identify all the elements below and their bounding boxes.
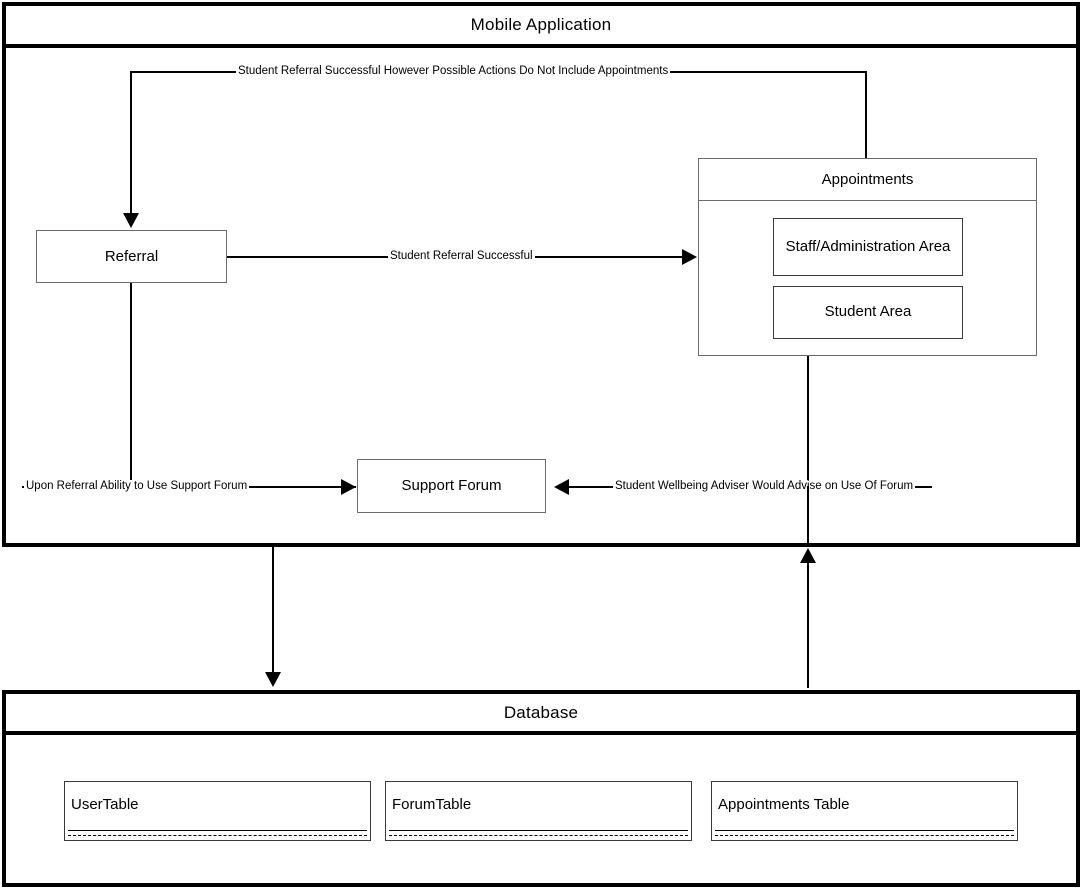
- edge-adviser-to-forum-arrowhead: [554, 479, 569, 495]
- edge-appointments-to-referral-right: [865, 71, 867, 159]
- node-student-area-label: Student Area: [824, 303, 912, 321]
- node-student-area[interactable]: Student Area: [773, 286, 963, 339]
- edge-appointments-downline-lower: [807, 486, 809, 546]
- edge-appointments-downline: [807, 356, 809, 487]
- db-table-forumtable[interactable]: ForumTable: [385, 781, 692, 841]
- mobile-application-title: Mobile Application: [470, 15, 612, 34]
- mobile-application-header: Mobile Application: [6, 6, 1076, 48]
- edge-appointments-to-referral-left: [130, 71, 132, 216]
- edge-label-referral-to-forum: Upon Referral Ability to Use Support For…: [24, 480, 250, 493]
- database-header: Database: [6, 694, 1076, 735]
- db-table-appointments-table-rule: [715, 830, 1014, 831]
- edge-label-adviser-to-forum: Student Wellbeing Adviser Would Advise o…: [613, 480, 916, 493]
- db-table-forumtable-dotted-rule: [389, 835, 688, 836]
- edge-database-to-app-arrowhead: [800, 548, 816, 563]
- edge-referral-downline: [130, 283, 132, 487]
- db-table-usertable-rule: [68, 830, 367, 831]
- edge-app-to-database-line: [272, 546, 274, 674]
- node-referral-label: Referral: [104, 247, 159, 265]
- db-table-appointments-table[interactable]: Appointments Table: [711, 781, 1018, 841]
- db-table-forumtable-label: ForumTable: [392, 796, 472, 813]
- edge-referral-to-forum-arrowhead: [341, 479, 356, 495]
- db-table-forumtable-rule: [389, 830, 688, 831]
- edge-appointments-to-referral-arrowhead: [123, 213, 139, 228]
- db-table-appointments-table-dotted-rule: [715, 835, 1014, 836]
- node-support-forum-label: Support Forum: [401, 477, 502, 494]
- edge-label-referral-to-appointments: Student Referral Successful: [388, 250, 535, 263]
- node-appointments-header: Appointments: [699, 159, 1036, 201]
- node-appointments-title: Appointments: [821, 170, 914, 188]
- edge-referral-to-appointments-arrowhead: [682, 249, 697, 265]
- database-title: Database: [503, 702, 579, 722]
- edge-app-to-database-arrowhead: [265, 672, 281, 687]
- db-table-usertable-label: UserTable: [71, 796, 139, 813]
- db-table-usertable[interactable]: UserTable: [64, 781, 371, 841]
- db-table-appointments-table-label: Appointments Table: [718, 796, 850, 813]
- node-staff-administration-area[interactable]: Staff/Administration Area: [773, 218, 963, 276]
- node-support-forum[interactable]: Support Forum: [357, 459, 546, 513]
- edge-label-appointments-to-referral: Student Referral Successful However Poss…: [236, 65, 671, 78]
- node-appointments[interactable]: Appointments Staff/Administration Area S…: [698, 158, 1037, 356]
- db-table-usertable-dotted-rule: [68, 835, 367, 836]
- node-staff-administration-area-label: Staff/Administration Area: [785, 237, 951, 255]
- node-referral[interactable]: Referral: [36, 230, 227, 283]
- edge-database-to-app-line: [807, 562, 809, 688]
